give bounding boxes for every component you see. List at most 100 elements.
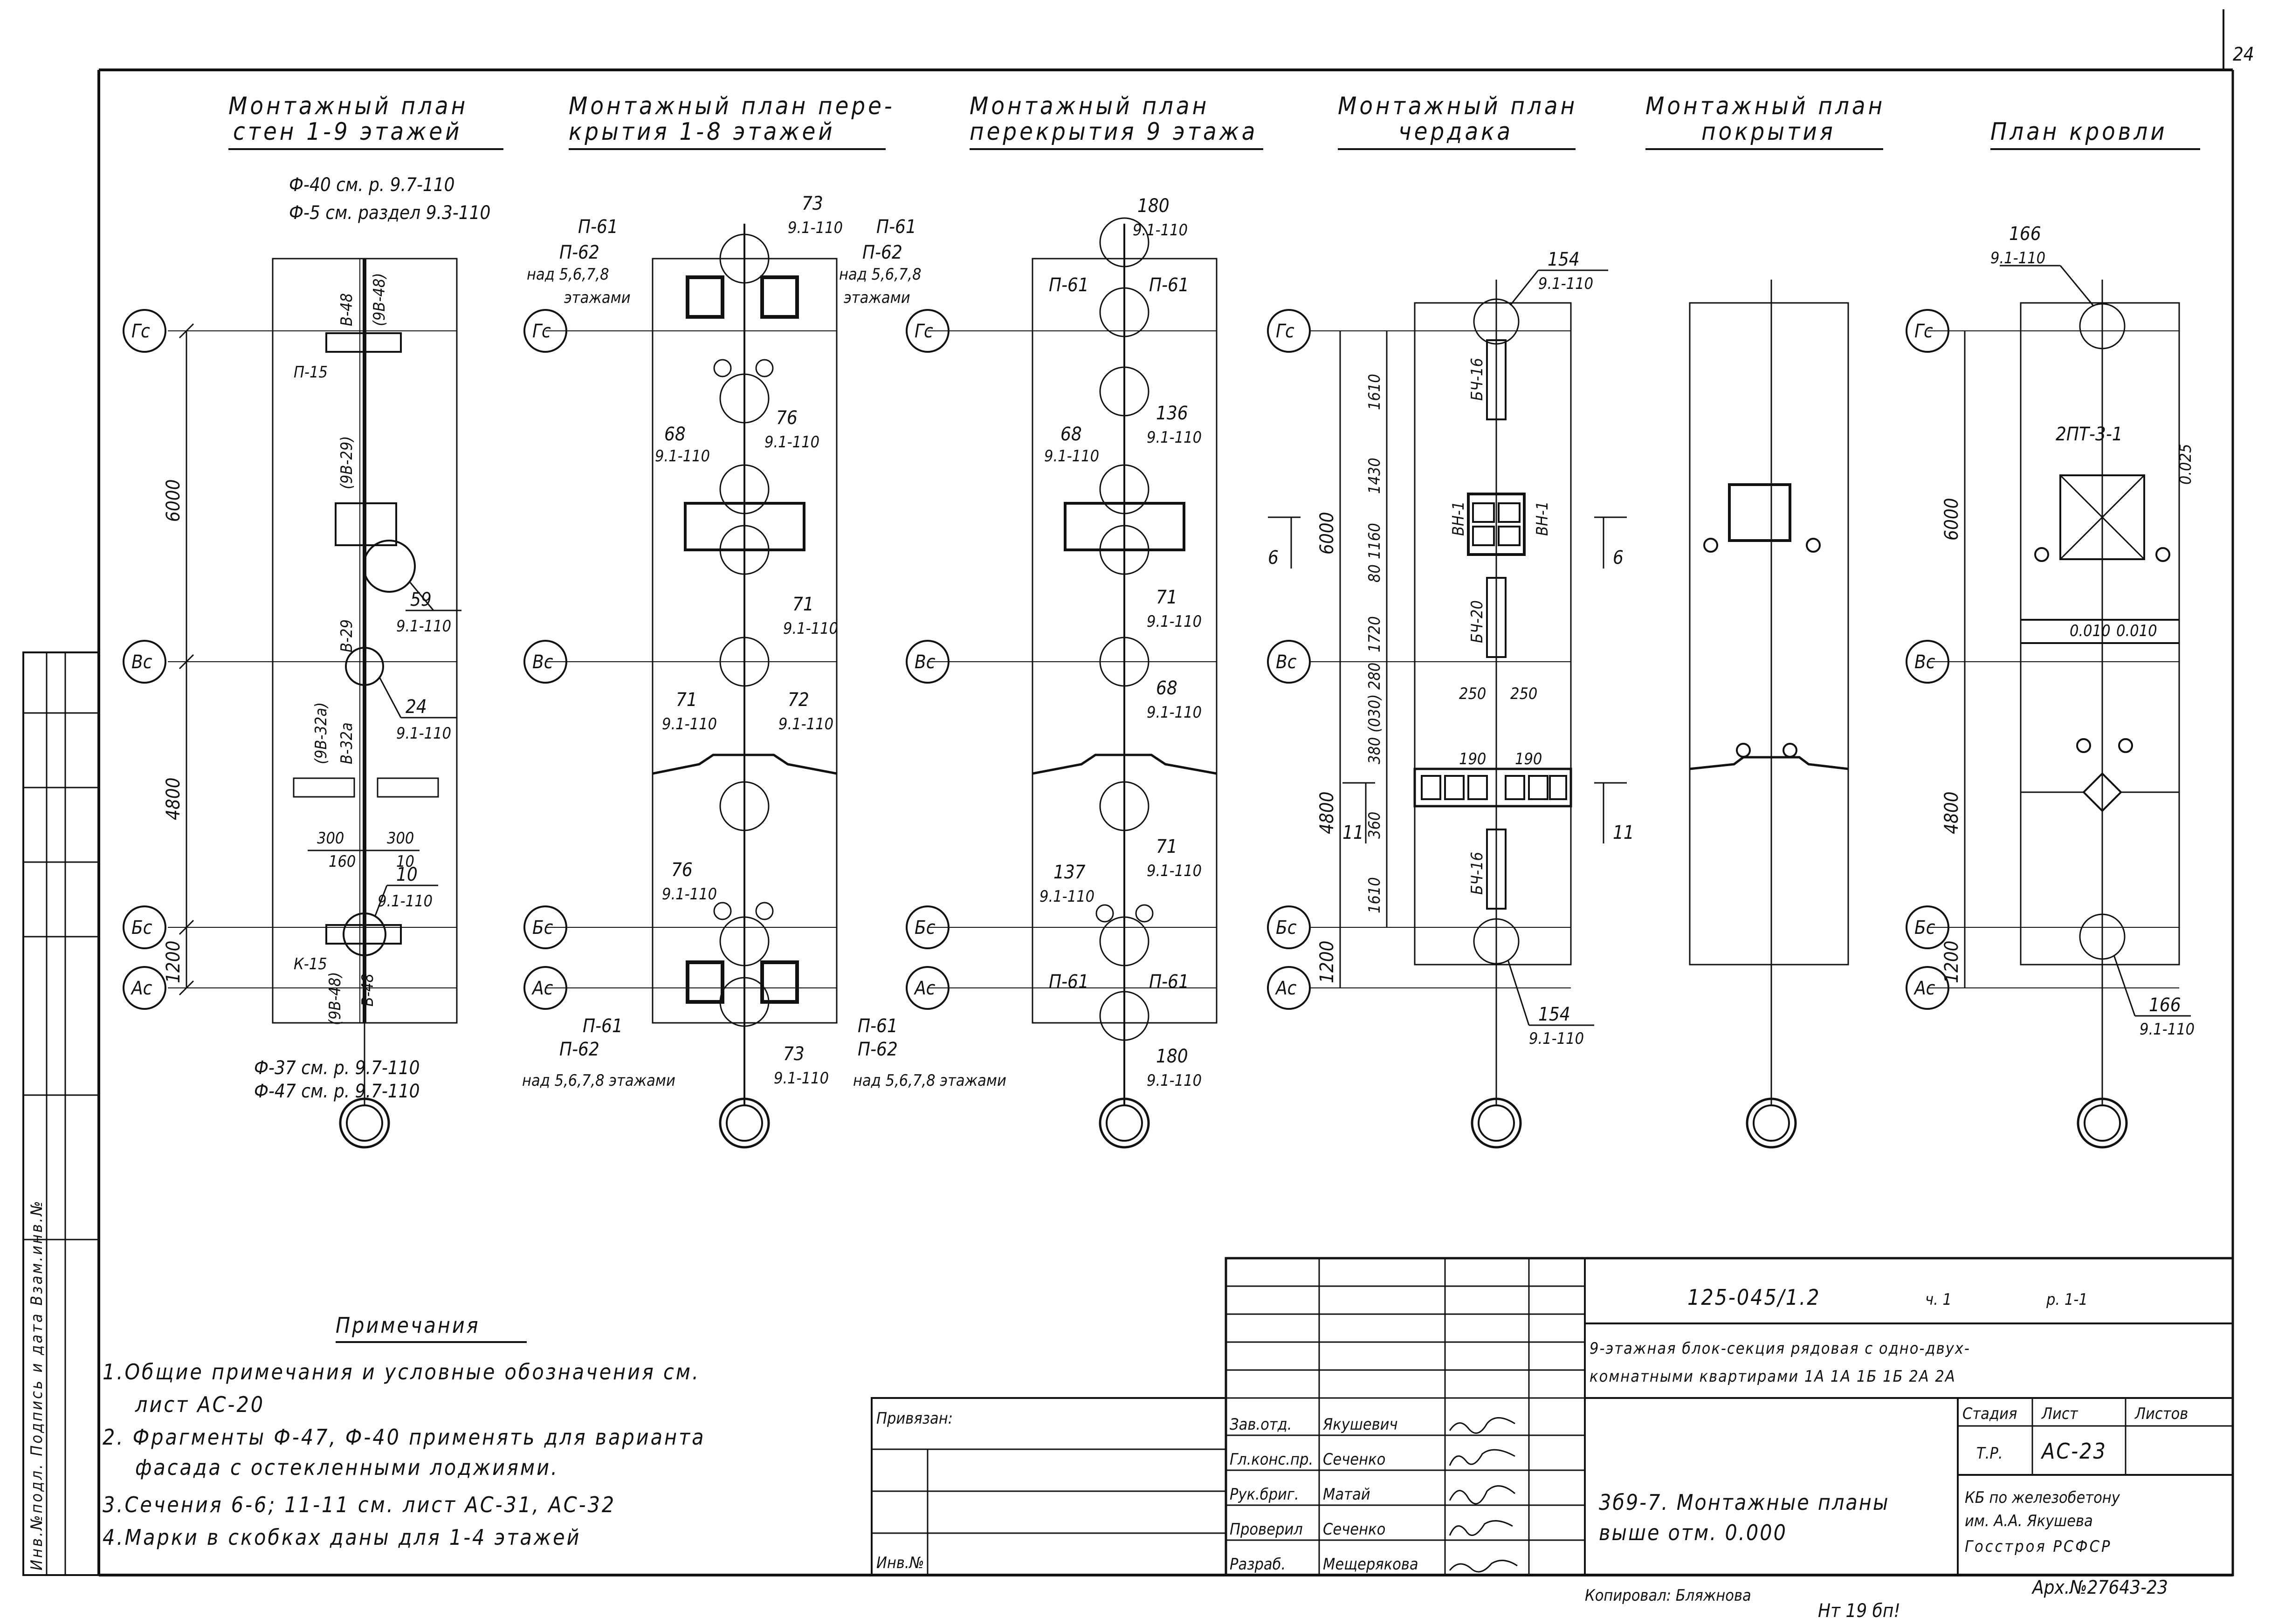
attic-dim-360: 360 (1365, 812, 1384, 839)
slab18-label-12: П-61 (858, 1015, 898, 1037)
wall-ref-top-2: Ф-5 см. раздел 9.3-110 (289, 202, 490, 224)
plan4-title-2: чердака (1398, 118, 1513, 146)
axis-bubble-Vc-4: Вс (1267, 640, 1311, 684)
wall-mark-6: (9В-32а) (312, 702, 330, 764)
left-stamp-label: Инв.№подл. Подпись и дата Взам.инв.№ (28, 1199, 46, 1570)
wall-callout-1-ref: 9.1-110 (396, 617, 451, 636)
axis-Bc: Бс (532, 917, 553, 939)
slab18-c8-ref: 9.1-110 (774, 1069, 829, 1088)
roof-label-4: 0.010 (2116, 622, 2157, 640)
attic-dim-250b: 250 (1510, 685, 1537, 703)
axis-bubble-Gc-3: Гс (906, 309, 950, 353)
slab9-c1-ref: 9.1-110 (1133, 221, 1188, 240)
plan-titles: Монтажный план стен 1-9 этажей Монтажный… (228, 92, 2200, 150)
wall-dim-160: 160 (329, 852, 356, 871)
wall-dim-10: 10 (396, 852, 414, 871)
tb-sheet: АС-23 (2040, 1439, 2107, 1464)
slab18-label-4: этажами (564, 288, 631, 307)
axis-Gc: Гс (915, 321, 933, 342)
tb-project-name-1: 9-этажная блок-секция рядовая с одно-дву… (1590, 1339, 1970, 1358)
tb-drawing-title-1: 3б9-7. Монтажные планы (1599, 1490, 1890, 1515)
tb-drawing-title-2: выше отм. 0.000 (1599, 1520, 1787, 1545)
tb-org-2: им. А.А. Якушева (1965, 1512, 2093, 1530)
axis-bubble-Ac-3: Ас (906, 966, 950, 1010)
slab18-c5-num: 71 (676, 689, 697, 711)
note-2b: фасада с остекленными лоджиями. (135, 1455, 559, 1480)
roof-label-2: 0.025 (2176, 444, 2195, 485)
signer-4-role: Проверил (1230, 1520, 1303, 1539)
slab18-label-8: этажами (844, 288, 910, 307)
wall-dim-1200: 1200 (163, 940, 184, 983)
tb-stage-header: Стадия (1962, 1405, 2017, 1423)
slab9-c1-num: 180 (1137, 195, 1170, 217)
slab-plan-9: Гс Вс Бс Ас П-61 П-61 П-61 П-61 180 9.1-… (906, 195, 1218, 1149)
note-1b: лист АС-20 (135, 1392, 265, 1417)
signer-4-name: Сеченко (1323, 1520, 1385, 1539)
plan5-title-1: Монтажный план (1645, 92, 1885, 120)
wall-mark-3: П-15 (294, 363, 328, 382)
slab9-c8-ref: 9.1-110 (1147, 1071, 1202, 1090)
attic-dim-1610b: 1610 (1365, 877, 1384, 913)
axis-bubble-Gc-1: Гс (123, 309, 166, 353)
attic-dim-1160: 1160 (1365, 523, 1384, 559)
copied-by: Копировал: Бляжнова (1585, 1586, 1751, 1605)
note-1: 1.Общие примечания и условные обозначени… (103, 1359, 700, 1384)
attic-dim-190b: 190 (1515, 750, 1542, 768)
attic-label-5: БЧ-16 (1468, 852, 1487, 895)
tb-org-3: Госстроя РСФСР (1965, 1537, 2112, 1556)
wall-mark-5: В-29 (337, 619, 356, 652)
notes-block: Примечания 1.Общие примечания и условные… (103, 1313, 704, 1550)
slab18-label-10: П-62 (559, 1039, 599, 1060)
tb-sheets-header: Листов (2134, 1405, 2188, 1423)
wall-mark-4: (9В-29) (337, 436, 356, 489)
slab18-label-2: П-62 (559, 242, 599, 263)
attic-dim-1720: 1720 (1365, 616, 1384, 652)
slab18-c3-ref: 9.1-110 (655, 447, 710, 466)
notes-heading: Примечания (336, 1313, 480, 1338)
axis-Gc: Гс (1276, 321, 1294, 342)
slab18-label-6: П-62 (862, 242, 902, 263)
attic-dim-1610: 1610 (1365, 374, 1384, 410)
wall-callout-3-ref: 9.1-110 (378, 892, 433, 911)
title-block: Зав.отд. Якушевич Гл.конс.пр. Сеченко Ру… (1225, 1257, 2234, 1576)
slab18-c1-ref: 9.1-110 (788, 219, 843, 237)
axis-bubble-Gc-6: Гс (1906, 309, 1949, 353)
archive-number: Арх.№27643-23 (2031, 1577, 2168, 1598)
slab9-c6-ref: 9.1-110 (1039, 887, 1094, 906)
axis-bubble-Gc-2: Гс (523, 309, 567, 353)
signer-5-role: Разраб. (1230, 1555, 1286, 1574)
axis-Bc: Бс (131, 917, 152, 939)
tb-part: ч. 1 (1925, 1290, 1952, 1309)
plan4-title-1: Монтажный план (1338, 92, 1577, 120)
tb-stage: Т.Р. (1976, 1444, 2003, 1463)
slab9-c7-ref: 9.1-110 (1147, 862, 1202, 880)
slab9-c7-num: 71 (1156, 836, 1177, 857)
axis-Ac: Ас (914, 978, 936, 999)
slab9-label-2: П-61 (1149, 274, 1189, 296)
wall-dim-300b: 300 (387, 829, 414, 848)
inv-no-label: Инв.№ (876, 1554, 924, 1572)
sheet-number-box: 24 (2223, 9, 2254, 70)
attic-label-4: БЧ-20 (1468, 600, 1487, 643)
slab18-c1-num: 73 (802, 193, 823, 214)
wall-ref-top-1: Ф-40 см. р. 9.7-110 (289, 174, 455, 196)
slab18-c8-num: 73 (783, 1043, 805, 1065)
plan5-title-2: покрытия (1701, 118, 1836, 146)
slab18-label-13: П-62 (858, 1039, 898, 1060)
signer-2-name: Сеченко (1323, 1450, 1385, 1469)
signer-1-name: Якушевич (1322, 1415, 1398, 1434)
axis-Gc: Гс (532, 321, 551, 342)
attic-c1-num: 154 (1548, 249, 1580, 270)
plan1-title-1: Монтажный план (228, 92, 468, 120)
axis-bubble-Bc-3: Бс (906, 905, 950, 949)
handwritten-note: Нт 19 бп! (1818, 1600, 1900, 1622)
wall-dim-6000: 6000 (163, 479, 184, 522)
axis-bubble-Vc-2: Вс (523, 640, 567, 684)
roof-c2-ref: 9.1-110 (2140, 1020, 2195, 1039)
roof-c2-num: 166 (2149, 994, 2181, 1016)
roof-dim-1200: 1200 (1941, 940, 1962, 983)
binding-block: Привязан: Инв.№ (871, 1397, 1227, 1576)
attic-label-3: ВН-1 (1533, 501, 1552, 536)
axis-Vc: Вс (532, 651, 553, 673)
